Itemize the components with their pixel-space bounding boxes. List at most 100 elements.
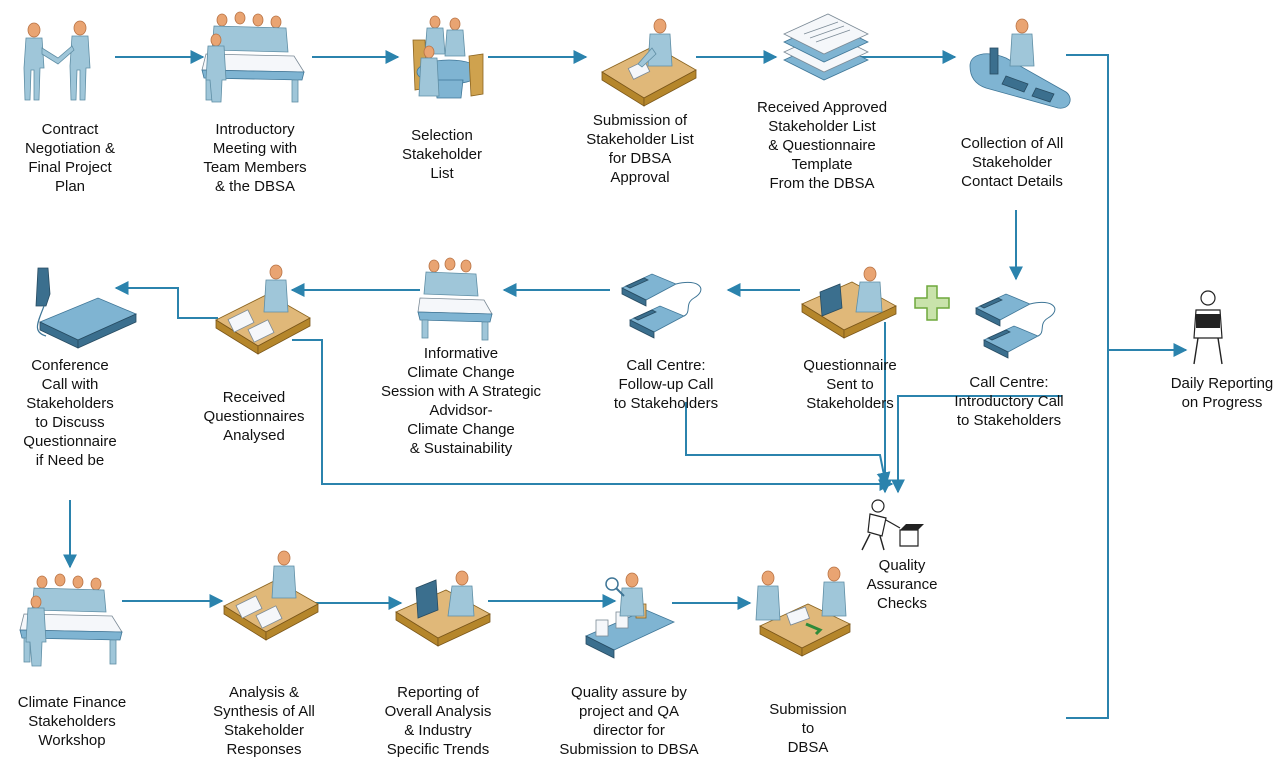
connectors bbox=[63, 50, 1188, 719]
step-label-line: Overall Analysis bbox=[385, 703, 492, 720]
telephones-icon bbox=[621, 273, 702, 339]
step-label-line: Questionnaire bbox=[803, 357, 896, 374]
step-label-line: to Stakeholders bbox=[614, 395, 718, 412]
meeting-icon bbox=[417, 257, 493, 341]
computer-desk-icon bbox=[395, 570, 491, 647]
reader-icon bbox=[1193, 290, 1223, 365]
step-label-line: & the DBSA bbox=[215, 178, 295, 195]
step-label-line: Sent to bbox=[826, 376, 874, 393]
step-label-line: Stakeholders bbox=[806, 395, 894, 412]
step-label-line: & Questionnaire bbox=[768, 137, 876, 154]
step-label-line: Introductory bbox=[215, 121, 295, 138]
step-label-line: Submission to DBSA bbox=[559, 741, 698, 758]
desk-papers-icon bbox=[223, 550, 319, 641]
step-label-line: Stakeholder bbox=[224, 722, 304, 739]
step-label-line: Assurance bbox=[867, 576, 938, 593]
computer-desk-icon bbox=[801, 266, 897, 339]
step-label-line: Reporting of bbox=[397, 684, 480, 701]
step-label-line: Submission bbox=[769, 701, 847, 718]
step-label-line: to Discuss bbox=[35, 414, 104, 431]
step-label-line: Informative bbox=[424, 345, 498, 362]
step-label-line: to Stakeholders bbox=[957, 412, 1061, 429]
step-label-line: Stakeholder bbox=[402, 146, 482, 163]
step-label-line: & Sustainability bbox=[410, 440, 513, 457]
step-label-line: director for bbox=[593, 722, 665, 739]
arrow-analysed-to-qa bbox=[292, 339, 894, 491]
step-label-line: Collection of All bbox=[961, 135, 1064, 152]
step-label-line: Submission of bbox=[593, 112, 688, 129]
step-label-quality-assure: Quality assure by project and QA director … bbox=[559, 684, 698, 758]
step-label-line: Negotiation & bbox=[25, 140, 115, 157]
meeting-icon bbox=[201, 11, 305, 103]
step-label-line: Team Members bbox=[203, 159, 306, 176]
step-label-line: Questionnaire bbox=[23, 433, 116, 450]
assembly-line-icon bbox=[585, 572, 675, 659]
step-label-line: Stakeholder List bbox=[768, 118, 876, 135]
desk-phone-icon bbox=[35, 267, 138, 349]
step-label-line: Received Approved bbox=[757, 99, 887, 116]
step-label-line: List bbox=[430, 165, 454, 182]
plus-icon bbox=[914, 285, 950, 321]
handshake-icon bbox=[23, 20, 91, 101]
step-label-line: Plan bbox=[55, 178, 85, 195]
step-label-line: for DBSA bbox=[609, 150, 672, 167]
telephones-icon bbox=[975, 293, 1056, 359]
step-label-line: Contact Details bbox=[961, 173, 1063, 190]
step-label-line: Call with bbox=[42, 376, 99, 393]
step-label-line: Selection bbox=[411, 127, 473, 144]
step-label-line: Received bbox=[223, 389, 286, 406]
step-label-line: Climate Change bbox=[407, 364, 515, 381]
desk-writing-icon bbox=[601, 18, 697, 107]
step-label-line: DBSA bbox=[788, 739, 829, 756]
step-label-line: if Need be bbox=[36, 452, 104, 469]
arrow-call-intro-to-qa bbox=[891, 395, 1062, 494]
step-label-line: From the DBSA bbox=[769, 175, 874, 192]
step-label-line: Stakeholders bbox=[26, 395, 114, 412]
step-label-line: Conference bbox=[31, 357, 109, 374]
arrow-analysed-to-conference bbox=[114, 281, 218, 319]
step-label-line: Workshop bbox=[38, 732, 105, 749]
step-label-line: project and QA bbox=[579, 703, 679, 720]
step-label-line: Analysed bbox=[223, 427, 285, 444]
daily-bracket bbox=[1066, 54, 1109, 719]
step-label-line: & Industry bbox=[404, 722, 472, 739]
step-label-line: Stakeholders bbox=[28, 713, 116, 730]
step-label-line: Daily Reporting bbox=[1171, 375, 1274, 392]
step-label-line: Quality assure by bbox=[571, 684, 687, 701]
arrow-followup-to-qa bbox=[685, 402, 891, 487]
step-label-line: Climate Finance bbox=[18, 694, 126, 711]
step-label-line: Approval bbox=[610, 169, 669, 186]
step-label-line: Call Centre: bbox=[626, 357, 705, 374]
step-label-line: Checks bbox=[877, 595, 927, 612]
step-label-line: Synthesis of All bbox=[213, 703, 315, 720]
step-label-line: Contract bbox=[42, 121, 100, 138]
step-label-line: Specific Trends bbox=[387, 741, 490, 758]
workstation-icon bbox=[969, 18, 1071, 109]
inspector-icon bbox=[861, 499, 924, 551]
step-label-line: Questionnaires bbox=[204, 408, 305, 425]
step-label-line: Advidsor- bbox=[429, 402, 492, 419]
step-label-line: Stakeholder bbox=[972, 154, 1052, 171]
step-label-line: Meeting with bbox=[213, 140, 297, 157]
round-table-icon bbox=[412, 15, 484, 99]
desk-papers-icon bbox=[215, 264, 311, 355]
step-label-line: Quality bbox=[879, 557, 926, 574]
